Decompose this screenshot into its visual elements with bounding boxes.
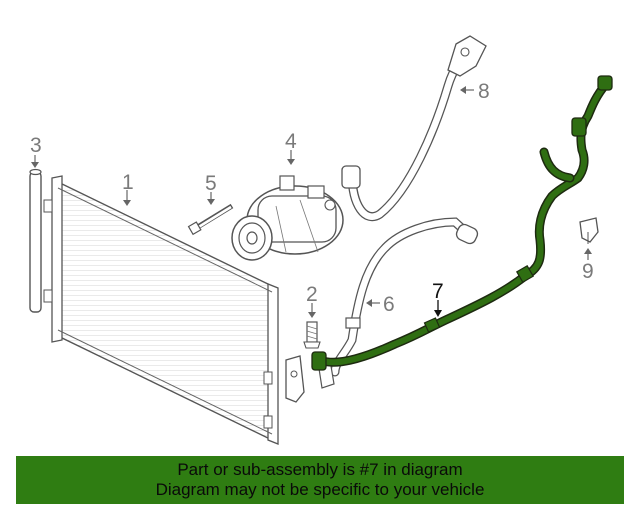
callout-9: 9 [582,260,594,283]
parts-diagram: 1 2 3 4 5 6 7 8 9 [29,35,613,445]
suction-hose [341,35,487,222]
ac-liquid-line [311,75,613,371]
callout-1: 1 [122,171,134,194]
bolt [187,192,234,236]
pressure-hose [330,217,479,377]
receiver-drier [29,155,42,313]
banner-line-1: Part or sub-assembly is #7 in diagram [177,460,463,479]
callout-4: 4 [285,130,297,153]
callout-3: 3 [30,134,42,157]
callout-7: 7 [432,280,444,303]
callout-2: 2 [306,283,318,306]
ac-compressor [231,150,344,261]
clip [579,217,599,260]
callout-5: 5 [205,172,217,195]
callout-6: 6 [383,293,395,316]
part-notice-banner: Part or sub-assembly is #7 in diagram Di… [16,456,624,504]
callout-8: 8 [478,80,490,103]
small-bolt [303,303,321,349]
banner-line-2: Diagram may not be specific to your vehi… [155,480,485,499]
condenser [43,175,279,445]
